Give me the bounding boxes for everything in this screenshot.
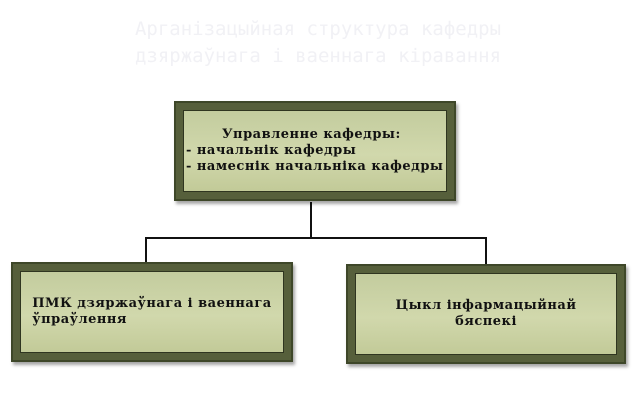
node-management-item-deputy: - намеснік начальніка кафедры — [186, 159, 444, 175]
node-info-security-cycle: Цыкл інфармацыйнай бяспекі — [346, 264, 626, 364]
node-cycle-line-2: бяспекі — [455, 314, 517, 329]
node-info-security-cycle-text: Цыкл інфармацыйнай бяспекі — [396, 298, 577, 331]
node-department-management: Управленне кафедры: - начальнік кафедры … — [174, 101, 456, 201]
connector-horizontal — [145, 237, 487, 239]
node-management-heading: Управленне кафедры: — [222, 126, 401, 142]
node-pmk-line-2: ўпраўлення — [32, 312, 128, 327]
node-pmk-text: ПМК дзяржаўнага і ваеннага ўпраўлення — [32, 296, 271, 329]
node-department-management-text: Управленне кафедры: - начальнік кафедры … — [184, 127, 443, 176]
node-department-management-panel: Управленне кафедры: - начальнік кафедры … — [183, 110, 447, 192]
node-pmk-panel: ПМК дзяржаўнага і ваеннага ўпраўлення — [20, 271, 284, 353]
node-info-security-cycle-panel: Цыкл інфармацыйнай бяспекі — [355, 273, 617, 355]
connector-right-drop — [485, 237, 487, 264]
diagram-title-line-1: Арганізацыйная структура кафедры — [134, 18, 502, 40]
node-cycle-line-1: Цыкл інфармацыйнай — [395, 297, 577, 313]
connector-left-drop — [145, 237, 147, 264]
connector-trunk — [310, 202, 312, 238]
node-management-item-head: - начальнік кафедры — [186, 142, 357, 158]
node-pmk-line-1: ПМК дзяржаўнага і ваеннага — [32, 295, 272, 311]
node-pmk: ПМК дзяржаўнага і ваеннага ўпраўлення — [11, 262, 293, 362]
diagram-title-line-2: дзяржаўнага і ваеннага кіравання — [134, 45, 502, 67]
